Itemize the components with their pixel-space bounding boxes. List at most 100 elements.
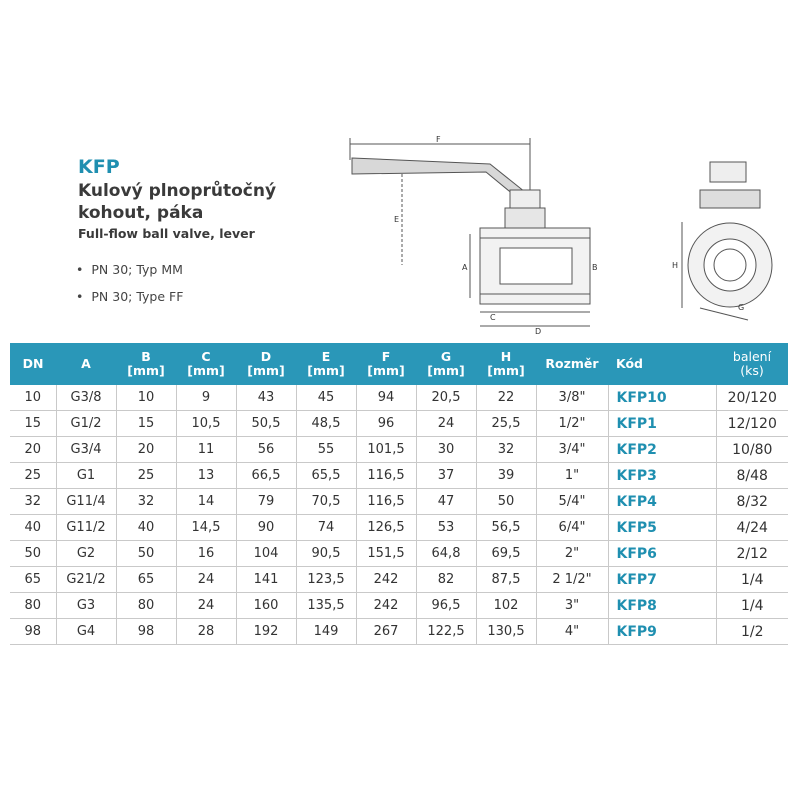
table-cell: G3 xyxy=(56,592,117,619)
table-cell: 101,5 xyxy=(356,436,417,463)
table-cell: 126,5 xyxy=(356,514,417,541)
table-header-row: DN A B[mm] C[mm] D[mm] E[mm] F[mm] G[mm]… xyxy=(10,343,788,385)
table-cell: 64,8 xyxy=(416,540,477,567)
product-code-cell: KFP6 xyxy=(608,540,717,567)
table-cell: 50 xyxy=(476,488,537,515)
table-cell: 20,5 xyxy=(416,385,477,411)
product-code-cell: KFP3 xyxy=(608,462,717,489)
table-cell: 82 xyxy=(416,566,477,593)
table-cell: 3" xyxy=(536,592,609,619)
table-cell: 5/4" xyxy=(536,488,609,515)
table-cell: G2 xyxy=(56,540,117,567)
table-cell: 94 xyxy=(356,385,417,411)
table-cell: 102 xyxy=(476,592,537,619)
table-cell: 13 xyxy=(176,462,237,489)
table-cell: 10,5 xyxy=(176,410,237,437)
table-cell: 122,5 xyxy=(416,618,477,645)
table-cell: 135,5 xyxy=(296,592,357,619)
col-dn: DN xyxy=(10,343,56,385)
table-cell: 4/24 xyxy=(716,514,788,541)
table-cell: 90,5 xyxy=(296,540,357,567)
table-cell: 80 xyxy=(10,592,57,619)
table-cell: 25 xyxy=(10,462,57,489)
table-cell: 74 xyxy=(296,514,357,541)
spec-item: PN 30; Typ MM xyxy=(76,262,183,277)
table-cell: 12/120 xyxy=(716,410,788,437)
table-cell: 32 xyxy=(116,488,177,515)
product-code-cell: KFP7 xyxy=(608,566,717,593)
table-cell: 56,5 xyxy=(476,514,537,541)
table-cell: 4" xyxy=(536,618,609,645)
product-code-cell: KFP1 xyxy=(608,410,717,437)
col-b: B[mm] xyxy=(116,343,176,385)
spec-item: PN 30; Type FF xyxy=(76,289,183,304)
table-cell: 24 xyxy=(176,566,237,593)
table-cell: 242 xyxy=(356,592,417,619)
col-f: F[mm] xyxy=(356,343,416,385)
table-cell: G11/2 xyxy=(56,514,117,541)
table-cell: 123,5 xyxy=(296,566,357,593)
table-cell: 15 xyxy=(116,410,177,437)
table-cell: 37 xyxy=(416,462,477,489)
table-cell: 65 xyxy=(116,566,177,593)
table-cell: 1/2 xyxy=(716,618,788,645)
table-cell: 20 xyxy=(10,436,57,463)
table-cell: 116,5 xyxy=(356,462,417,489)
table-cell: G11/4 xyxy=(56,488,117,515)
table-cell: 45 xyxy=(296,385,357,411)
table-cell: 2" xyxy=(536,540,609,567)
table-cell: 15 xyxy=(10,410,57,437)
table-cell: 96,5 xyxy=(416,592,477,619)
col-h: H[mm] xyxy=(476,343,536,385)
dimensions-table: DN A B[mm] C[mm] D[mm] E[mm] F[mm] G[mm]… xyxy=(10,343,788,645)
product-code-cell: KFP10 xyxy=(608,385,717,411)
dim-label-g: G xyxy=(738,303,744,312)
table-cell: 192 xyxy=(236,618,297,645)
table-cell: 66,5 xyxy=(236,462,297,489)
spec-list: PN 30; Typ MM PN 30; Type FF xyxy=(76,262,183,316)
table-cell: 242 xyxy=(356,566,417,593)
product-code-cell: KFP4 xyxy=(608,488,717,515)
dim-label-d: D xyxy=(535,327,541,336)
product-code-cell: KFP9 xyxy=(608,618,717,645)
table-cell: 79 xyxy=(236,488,297,515)
col-c: C[mm] xyxy=(176,343,236,385)
table-cell: 22 xyxy=(476,385,537,411)
table-cell: 50,5 xyxy=(236,410,297,437)
table-cell: G1 xyxy=(56,462,117,489)
table-cell: 6/4" xyxy=(536,514,609,541)
table-cell: 130,5 xyxy=(476,618,537,645)
dim-label-f: F xyxy=(436,135,441,144)
table-cell: 20/120 xyxy=(716,385,788,411)
product-title: Kulový plnoprůtočný kohout, páka xyxy=(78,180,318,224)
table-cell: 70,5 xyxy=(296,488,357,515)
table-cell: 8/48 xyxy=(716,462,788,489)
table-cell: 55 xyxy=(296,436,357,463)
table-cell: 14,5 xyxy=(176,514,237,541)
table-cell: 160 xyxy=(236,592,297,619)
valve-side-drawing: H G xyxy=(672,161,773,321)
table-cell: 3/8" xyxy=(536,385,609,411)
dim-label-e: E xyxy=(394,215,399,224)
table-cell: 48,5 xyxy=(296,410,357,437)
col-kod: Kód xyxy=(608,343,716,385)
table-cell: 40 xyxy=(116,514,177,541)
table-cell: 40 xyxy=(10,514,57,541)
col-a: A xyxy=(56,343,116,385)
table-cell: 53 xyxy=(416,514,477,541)
product-code: KFP xyxy=(78,156,120,178)
table-cell: 50 xyxy=(10,540,57,567)
valve-front-drawing: F E A B C D xyxy=(349,135,598,336)
table-cell: 28 xyxy=(176,618,237,645)
table-cell: 11 xyxy=(176,436,237,463)
table-cell: 96 xyxy=(356,410,417,437)
dim-label-c: C xyxy=(490,313,496,322)
title-line-1: Kulový plnoprůtočný xyxy=(78,181,277,201)
col-g: G[mm] xyxy=(416,343,476,385)
